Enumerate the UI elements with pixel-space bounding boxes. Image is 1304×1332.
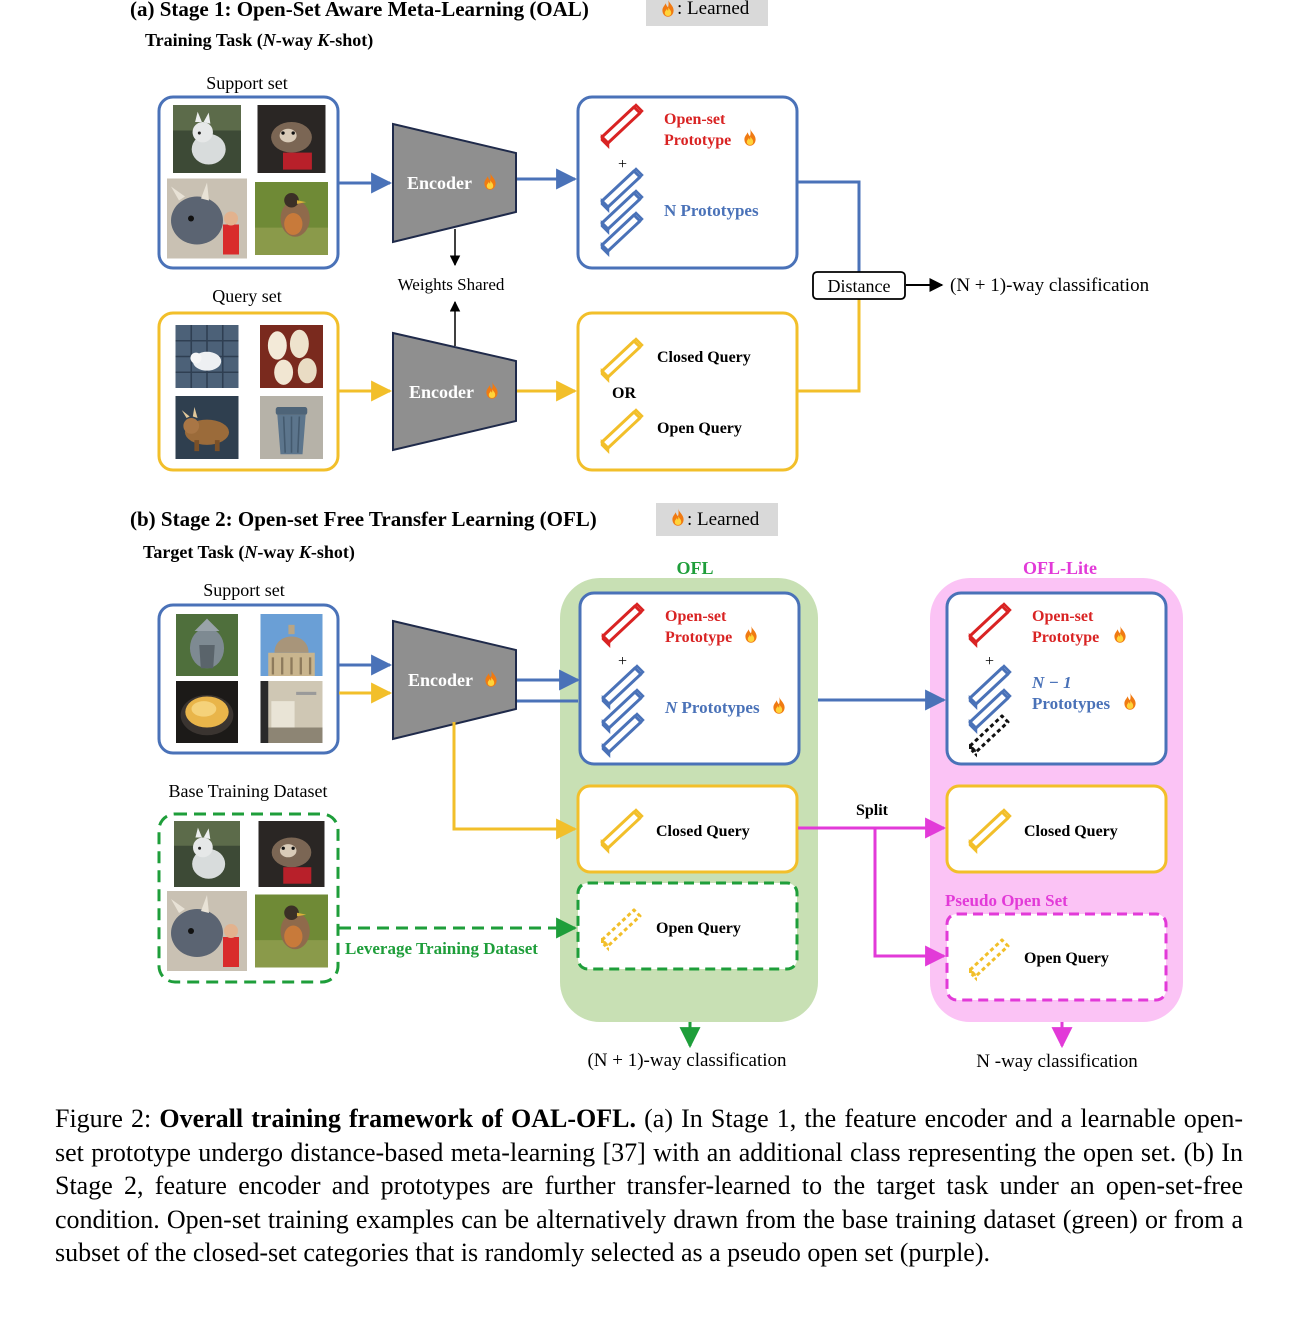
n-prototypes-label: N Prototypes xyxy=(664,698,760,717)
closed-query-label: Closed Query xyxy=(657,349,751,366)
plus-sign: + xyxy=(618,156,627,173)
n-prototypes-label: N Prototypes xyxy=(664,201,759,220)
photo-thumbnail xyxy=(255,182,328,255)
photo-thumbnail xyxy=(259,396,324,459)
pseudo-open-set-label: Pseudo Open Set xyxy=(945,891,1068,910)
open-set-prototype-label: Open-set xyxy=(664,111,726,128)
photo-thumbnail xyxy=(260,325,323,388)
encoder-block xyxy=(392,619,517,741)
support-set-label: Support set xyxy=(203,580,285,600)
closed-query-label: Closed Query xyxy=(1024,823,1118,840)
distance-label: Distance xyxy=(828,276,891,296)
open-query-label: Open Query xyxy=(657,420,742,437)
support-set-label: Support set xyxy=(206,73,288,93)
framework-diagram: (a) Stage 1: Open-Set Aware Meta-Learnin… xyxy=(130,0,1183,1072)
encoder-label: Encoder xyxy=(408,670,473,690)
leverage-training-dataset-label: Leverage Training Dataset xyxy=(345,939,538,958)
encoder-label: Encoder xyxy=(409,382,474,402)
open-set-prototype-label: Prototype xyxy=(665,629,732,646)
caption-bold: Overall training framework of OAL-OFL. xyxy=(159,1104,636,1133)
photo-thumbnail xyxy=(259,614,324,676)
learned-badge-label: : Learned xyxy=(677,0,750,19)
stage1-classification-label: (N + 1)-way classification xyxy=(950,275,1150,296)
photo-thumbnail xyxy=(260,681,323,743)
photo-thumbnail xyxy=(257,105,326,173)
open-query-label: Open Query xyxy=(656,920,741,937)
distance-connector xyxy=(798,299,861,393)
open-set-prototype-label: Prototype xyxy=(1032,629,1099,646)
photo-thumbnail xyxy=(176,681,238,743)
closed-query-box xyxy=(945,784,1168,874)
open-query-label: Open Query xyxy=(1024,950,1109,967)
closed-query-box xyxy=(576,784,799,874)
distance-connector xyxy=(798,180,861,272)
photo-thumbnail xyxy=(167,178,247,259)
photo-thumbnail xyxy=(167,891,247,971)
split-arrow xyxy=(873,828,947,967)
ofl-lite-title: OFL-Lite xyxy=(1023,558,1097,578)
stage1-title: (a) Stage 1: Open-Set Aware Meta-Learnin… xyxy=(130,0,589,21)
lite-classification-label: N -way classification xyxy=(976,1051,1138,1072)
photo-thumbnail xyxy=(176,614,238,676)
open-set-prototype-label: Open-set xyxy=(1032,608,1094,625)
prototype-box xyxy=(578,591,801,766)
prototypes-label: Prototypes xyxy=(1032,694,1110,713)
plus-sign: + xyxy=(985,653,994,670)
encoder-block xyxy=(392,122,517,244)
open-set-prototype-label: Open-set xyxy=(665,608,727,625)
ofl-title: OFL xyxy=(676,558,713,578)
weights-shared-label: Weights Shared xyxy=(398,275,505,294)
photo-thumbnail xyxy=(174,821,240,887)
training-task-label: Training Task (N-way K-shot) xyxy=(145,30,373,51)
photo-thumbnail xyxy=(173,105,241,173)
open-query-box xyxy=(945,912,1168,1002)
n-minus-1-label: N − 1 xyxy=(1031,673,1072,692)
or-label: OR xyxy=(612,385,636,402)
open-set-prototype-label: Prototype xyxy=(664,132,731,149)
photo-thumbnail xyxy=(174,325,240,388)
closed-query-label: Closed Query xyxy=(656,823,750,840)
caption-text: (a) In Stage 1, the feature encoder and … xyxy=(55,1104,1243,1267)
prototype-box xyxy=(945,591,1168,766)
photo-thumbnail xyxy=(258,821,325,887)
ofl-classification-label: (N + 1)-way classification xyxy=(587,1050,787,1071)
query-set-label: Query set xyxy=(212,286,281,306)
photo-thumbnail xyxy=(175,396,239,459)
photo-thumbnail xyxy=(255,894,328,968)
flow-arrow xyxy=(452,722,578,840)
prototype-box xyxy=(576,95,799,270)
learned-badge-label: : Learned xyxy=(687,509,760,530)
caption-prefix: Figure 2: xyxy=(55,1104,160,1133)
split-label: Split xyxy=(856,802,889,819)
open-query-box xyxy=(576,881,799,971)
target-task-label: Target Task (N-way K-shot) xyxy=(143,542,355,563)
encoder-label: Encoder xyxy=(407,173,472,193)
stage2-title: (b) Stage 2: Open-set Free Transfer Lear… xyxy=(130,507,597,531)
distance-box xyxy=(812,271,906,300)
plus-sign: + xyxy=(618,653,627,670)
encoder-block xyxy=(392,331,517,452)
figure-caption: Figure 2: Overall training framework of … xyxy=(55,1102,1243,1270)
base-training-dataset-label: Base Training Dataset xyxy=(169,781,328,801)
